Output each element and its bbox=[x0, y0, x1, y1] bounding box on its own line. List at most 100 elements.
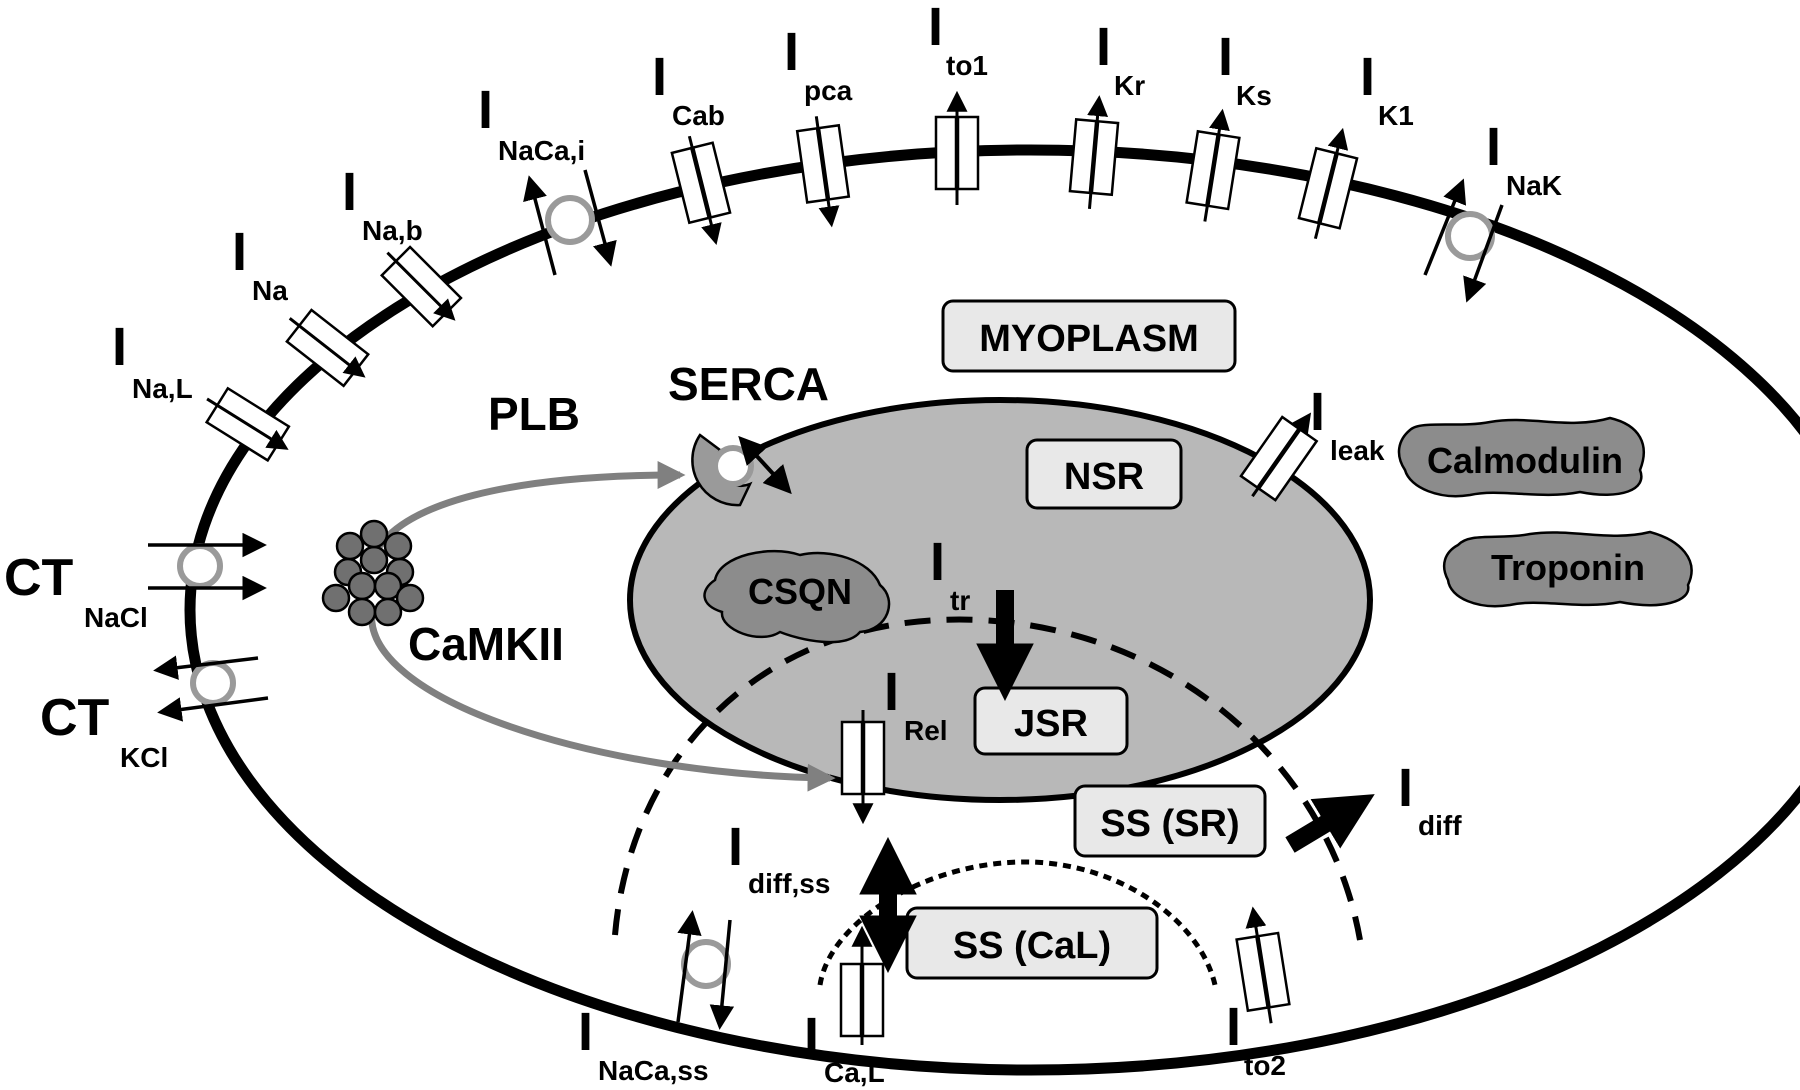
troponin-blob bbox=[1442, 530, 1693, 608]
exchanger-naca-i bbox=[523, 169, 617, 276]
channel-ina-l bbox=[204, 386, 291, 463]
svg-text:I: I bbox=[652, 47, 667, 107]
svg-text:K1: K1 bbox=[1378, 100, 1414, 131]
svg-text:to1: to1 bbox=[946, 50, 988, 81]
myoplasm-label: MYOPLASM bbox=[979, 318, 1199, 360]
label-i-to1: I to1 bbox=[928, 0, 988, 81]
nsr-label: NSR bbox=[1064, 456, 1144, 498]
label-i-diff: I diff bbox=[1398, 758, 1462, 841]
svg-text:diff: diff bbox=[1418, 810, 1462, 841]
svg-text:NaK: NaK bbox=[1506, 170, 1562, 201]
jsr-box bbox=[973, 686, 1129, 756]
label-i-ks: I Ks bbox=[1218, 27, 1272, 111]
camkii-holoenzyme bbox=[321, 519, 425, 627]
label-i-to2: I to2 bbox=[1226, 997, 1286, 1081]
channel-irel bbox=[840, 710, 886, 825]
svg-text:I: I bbox=[784, 22, 799, 82]
svg-text:I: I bbox=[112, 317, 127, 377]
channel-ina bbox=[285, 308, 370, 388]
channel-ipca bbox=[795, 116, 851, 228]
svg-text:NaCa,ss: NaCa,ss bbox=[598, 1055, 709, 1086]
svg-text:I: I bbox=[1310, 382, 1325, 442]
svg-text:I: I bbox=[342, 162, 357, 222]
svg-text:I: I bbox=[1226, 997, 1241, 1057]
label-i-diff-ss: I diff,ss bbox=[728, 817, 830, 899]
label-i-na-b: I Na,b bbox=[342, 162, 423, 246]
channel-ito1 bbox=[934, 90, 980, 205]
svg-text:I: I bbox=[578, 1002, 593, 1062]
label-i-na: I Na bbox=[232, 222, 288, 306]
channel-ito2 bbox=[1235, 906, 1291, 1024]
label-i-naca-ss: I NaCa,ss bbox=[578, 1002, 709, 1086]
svg-text:KCl: KCl bbox=[120, 742, 168, 773]
svg-text:I: I bbox=[1096, 17, 1111, 77]
svg-text:Ca,L: Ca,L bbox=[824, 1057, 885, 1088]
svg-text:I: I bbox=[1486, 117, 1501, 177]
svg-text:to2: to2 bbox=[1244, 1050, 1286, 1081]
svg-text:I: I bbox=[232, 222, 247, 282]
camkii-to-serca-arrow bbox=[368, 461, 686, 562]
csqn-label: CSQN bbox=[748, 571, 852, 612]
svg-text:tr: tr bbox=[950, 585, 970, 616]
label-i-tr: I tr bbox=[930, 532, 970, 616]
label-i-pca: I pca bbox=[784, 22, 853, 106]
svg-text:CT: CT bbox=[40, 689, 110, 747]
channel-ina-b bbox=[379, 245, 463, 329]
label-i-cab: I Cab bbox=[652, 47, 725, 131]
channel-icab bbox=[670, 135, 732, 246]
plb-label: PLB bbox=[488, 388, 580, 440]
svg-text:Rel: Rel bbox=[904, 715, 948, 746]
cotransporter-kcl bbox=[153, 655, 269, 722]
svg-text:I: I bbox=[728, 817, 743, 877]
channel-ileak bbox=[1239, 412, 1319, 502]
svg-text:Ks: Ks bbox=[1236, 80, 1272, 111]
calmodulin-blob bbox=[1397, 416, 1645, 498]
label-ct-nacl: CT NaCl bbox=[4, 549, 148, 633]
calmodulin-label: Calmodulin bbox=[1427, 440, 1623, 481]
nsr-box bbox=[1025, 438, 1183, 510]
label-i-rel: I Rel bbox=[884, 662, 948, 746]
jsr-label: JSR bbox=[1014, 703, 1088, 745]
label-ct-kcl: CT KCl bbox=[40, 689, 168, 773]
svg-text:I: I bbox=[884, 662, 899, 722]
svg-text:I: I bbox=[930, 532, 945, 592]
svg-text:leak: leak bbox=[1330, 435, 1385, 466]
svg-text:I: I bbox=[1218, 27, 1233, 87]
cell-membrane bbox=[184, 144, 1800, 1076]
label-i-k1: I K1 bbox=[1360, 47, 1414, 131]
channel-ik1 bbox=[1297, 127, 1359, 240]
channel-ikr bbox=[1068, 95, 1120, 210]
troponin-label: Troponin bbox=[1491, 547, 1645, 588]
svg-text:I: I bbox=[478, 80, 493, 140]
svg-text:CT: CT bbox=[4, 549, 74, 607]
svg-text:NaCl: NaCl bbox=[84, 602, 148, 633]
camkii-label: CaMKII bbox=[408, 618, 564, 670]
label-i-leak: I leak bbox=[1310, 382, 1385, 466]
ss-sr-label: SS (SR) bbox=[1100, 803, 1239, 845]
svg-text:Na,L: Na,L bbox=[132, 373, 193, 404]
camkii-to-ryr-arrow bbox=[368, 609, 836, 792]
svg-text:I: I bbox=[1360, 47, 1375, 107]
svg-text:NaCa,i: NaCa,i bbox=[498, 135, 585, 166]
svg-text:I: I bbox=[804, 1007, 819, 1067]
svg-text:Cab: Cab bbox=[672, 100, 725, 131]
svg-text:Na: Na bbox=[252, 275, 288, 306]
cotransporter-nacl bbox=[148, 532, 267, 601]
label-i-kr: I Kr bbox=[1096, 17, 1145, 101]
svg-text:Na,b: Na,b bbox=[362, 215, 423, 246]
label-i-na-l: I Na,L bbox=[112, 317, 193, 404]
ss-cal-label: SS (CaL) bbox=[953, 925, 1111, 967]
svg-text:I: I bbox=[1398, 758, 1413, 818]
serca-label: SERCA bbox=[668, 358, 829, 410]
svg-text:Kr: Kr bbox=[1114, 70, 1145, 101]
label-i-nak: I NaK bbox=[1486, 117, 1562, 201]
pump-nak bbox=[1423, 178, 1504, 303]
label-i-naca-i: I NaCa,i bbox=[478, 80, 585, 166]
myoplasm-box bbox=[941, 299, 1237, 373]
svg-text:pca: pca bbox=[804, 75, 853, 106]
channel-iks bbox=[1185, 108, 1241, 222]
serca-pump bbox=[691, 433, 792, 507]
channel-ical bbox=[839, 925, 885, 1045]
label-i-ca-l: I Ca,L bbox=[804, 1007, 885, 1088]
